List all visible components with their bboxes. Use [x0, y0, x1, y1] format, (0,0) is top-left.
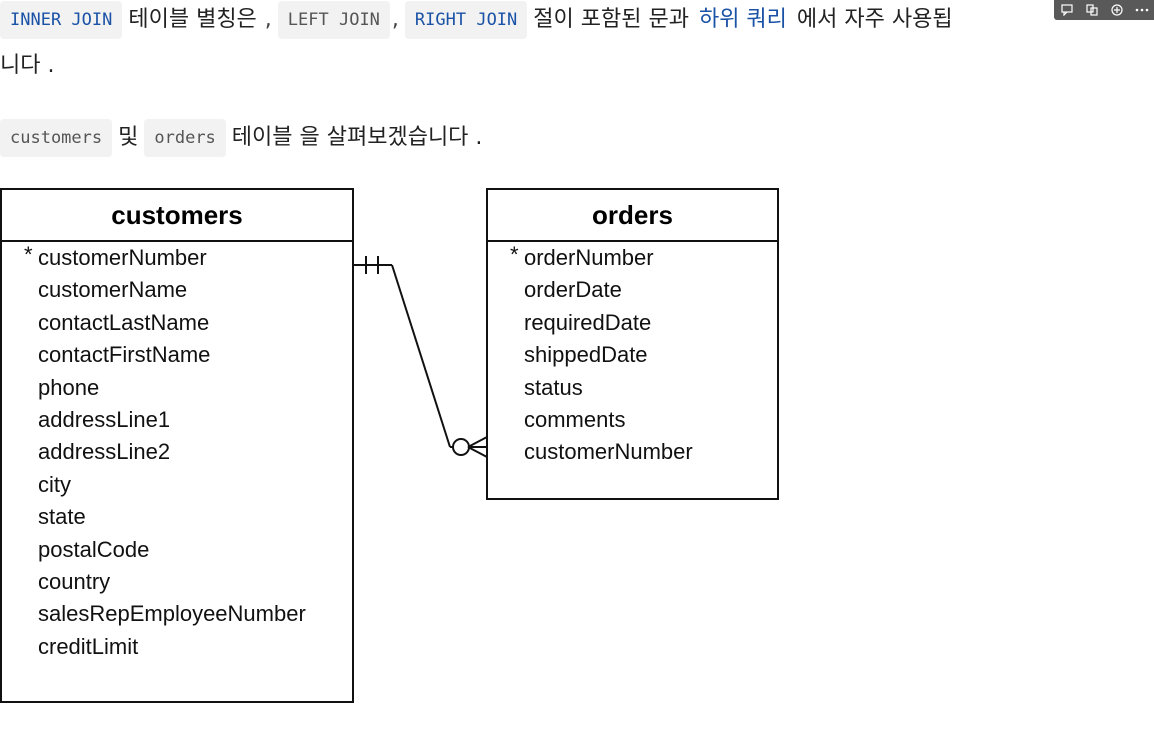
- text-clause: 절이 포함된 문과: [533, 7, 689, 32]
- field-name: addressLine1: [38, 406, 171, 432]
- text-ending: 니다 .: [0, 53, 55, 78]
- primary-key-marker: *: [24, 242, 33, 267]
- customers-field: postalCode: [2, 534, 352, 566]
- customers-field: salesRepEmployeeNumber: [2, 598, 352, 630]
- code-inner-join: INNER JOIN: [0, 1, 123, 39]
- customers-field: country: [2, 566, 352, 598]
- field-name: customerNumber: [38, 245, 207, 270]
- text-and: 및: [118, 125, 139, 150]
- field-name: customerNumber: [524, 439, 693, 465]
- field-name: salesRepEmployeeNumber: [38, 601, 306, 627]
- customers-field: *customerNumber: [2, 242, 352, 274]
- field-name: customerName: [38, 277, 188, 303]
- orders-field: *orderNumber: [488, 242, 777, 274]
- paragraph-1-line-2: 니다 .: [0, 46, 60, 86]
- orders-field: orderDate: [488, 274, 777, 306]
- field-name: city: [38, 471, 71, 497]
- floating-toolbar: [1054, 0, 1154, 20]
- field-name: status: [524, 374, 583, 400]
- paragraph-2: customers 및 orders 테이블 을 살펴보겠습니다 .: [0, 118, 488, 158]
- customers-field-list: *customerNumber customerName contactLastNa…: [2, 242, 352, 663]
- code-right-join: RIGHT JOIN: [404, 1, 528, 39]
- primary-key-marker: *: [510, 242, 519, 267]
- field-name: addressLine2: [38, 439, 171, 465]
- comma: ,: [391, 7, 399, 32]
- text-table-alias: 테이블 별칭은: [128, 7, 257, 32]
- customers-field: customerName: [2, 274, 352, 306]
- link-subquery[interactable]: 하위 쿼리: [698, 7, 787, 32]
- field-name: comments: [524, 406, 626, 432]
- field-name: creditLimit: [38, 633, 139, 659]
- field-name: contactFirstName: [38, 342, 211, 368]
- customers-field: creditLimit: [2, 631, 352, 663]
- comment-icon[interactable]: [1059, 2, 1075, 18]
- customers-table-title: customers: [2, 190, 352, 242]
- comma: ,: [264, 7, 272, 32]
- text-frequently-used: 에서 자주 사용됩: [796, 7, 953, 32]
- crow-foot-top: [467, 436, 488, 448]
- orders-field-list: *orderNumber orderDate requiredDate shipped…: [488, 242, 777, 469]
- copy-icon[interactable]: [1084, 2, 1100, 18]
- customers-field: contactLastName: [2, 307, 352, 339]
- field-name: orderNumber: [524, 245, 654, 270]
- code-left-join: LEFT JOIN: [277, 1, 390, 39]
- field-name: phone: [38, 374, 100, 400]
- customers-field: addressLine2: [2, 436, 352, 468]
- paragraph-1-line-1: INNER JOIN 테이블 별칭은 , LEFT JOIN , RIGHT J…: [0, 0, 959, 40]
- customers-field: addressLine1: [2, 404, 352, 436]
- add-icon[interactable]: [1109, 2, 1125, 18]
- field-name: postalCode: [38, 536, 150, 562]
- code-customers: customers: [0, 119, 113, 157]
- customers-field: contactFirstName: [2, 339, 352, 371]
- orders-table-title: orders: [488, 190, 777, 242]
- customers-field: phone: [2, 372, 352, 404]
- field-name: state: [38, 504, 86, 530]
- zero-circle: [452, 438, 470, 456]
- more-icon[interactable]: [1134, 2, 1150, 18]
- orders-field: status: [488, 372, 777, 404]
- orders-field: comments: [488, 404, 777, 436]
- orders-field: shippedDate: [488, 339, 777, 371]
- orders-field: customerNumber: [488, 436, 777, 468]
- relation-line-diagonal: [391, 264, 451, 448]
- text-look-at-tables: 테이블 을 살펴보겠습니다 .: [231, 125, 483, 150]
- customers-field: city: [2, 469, 352, 501]
- customers-field: state: [2, 501, 352, 533]
- orders-table: orders *orderNumber orderDate requiredDate…: [486, 188, 779, 500]
- code-orders: orders: [144, 119, 226, 157]
- field-name: country: [38, 568, 111, 594]
- crow-foot-bottom: [467, 446, 488, 458]
- orders-field: requiredDate: [488, 307, 777, 339]
- field-name: shippedDate: [524, 342, 648, 368]
- field-name: orderDate: [524, 277, 622, 303]
- customers-table: customers *customerNumber customerName con…: [0, 188, 354, 703]
- field-name: contactLastName: [38, 309, 210, 335]
- field-name: requiredDate: [524, 309, 652, 335]
